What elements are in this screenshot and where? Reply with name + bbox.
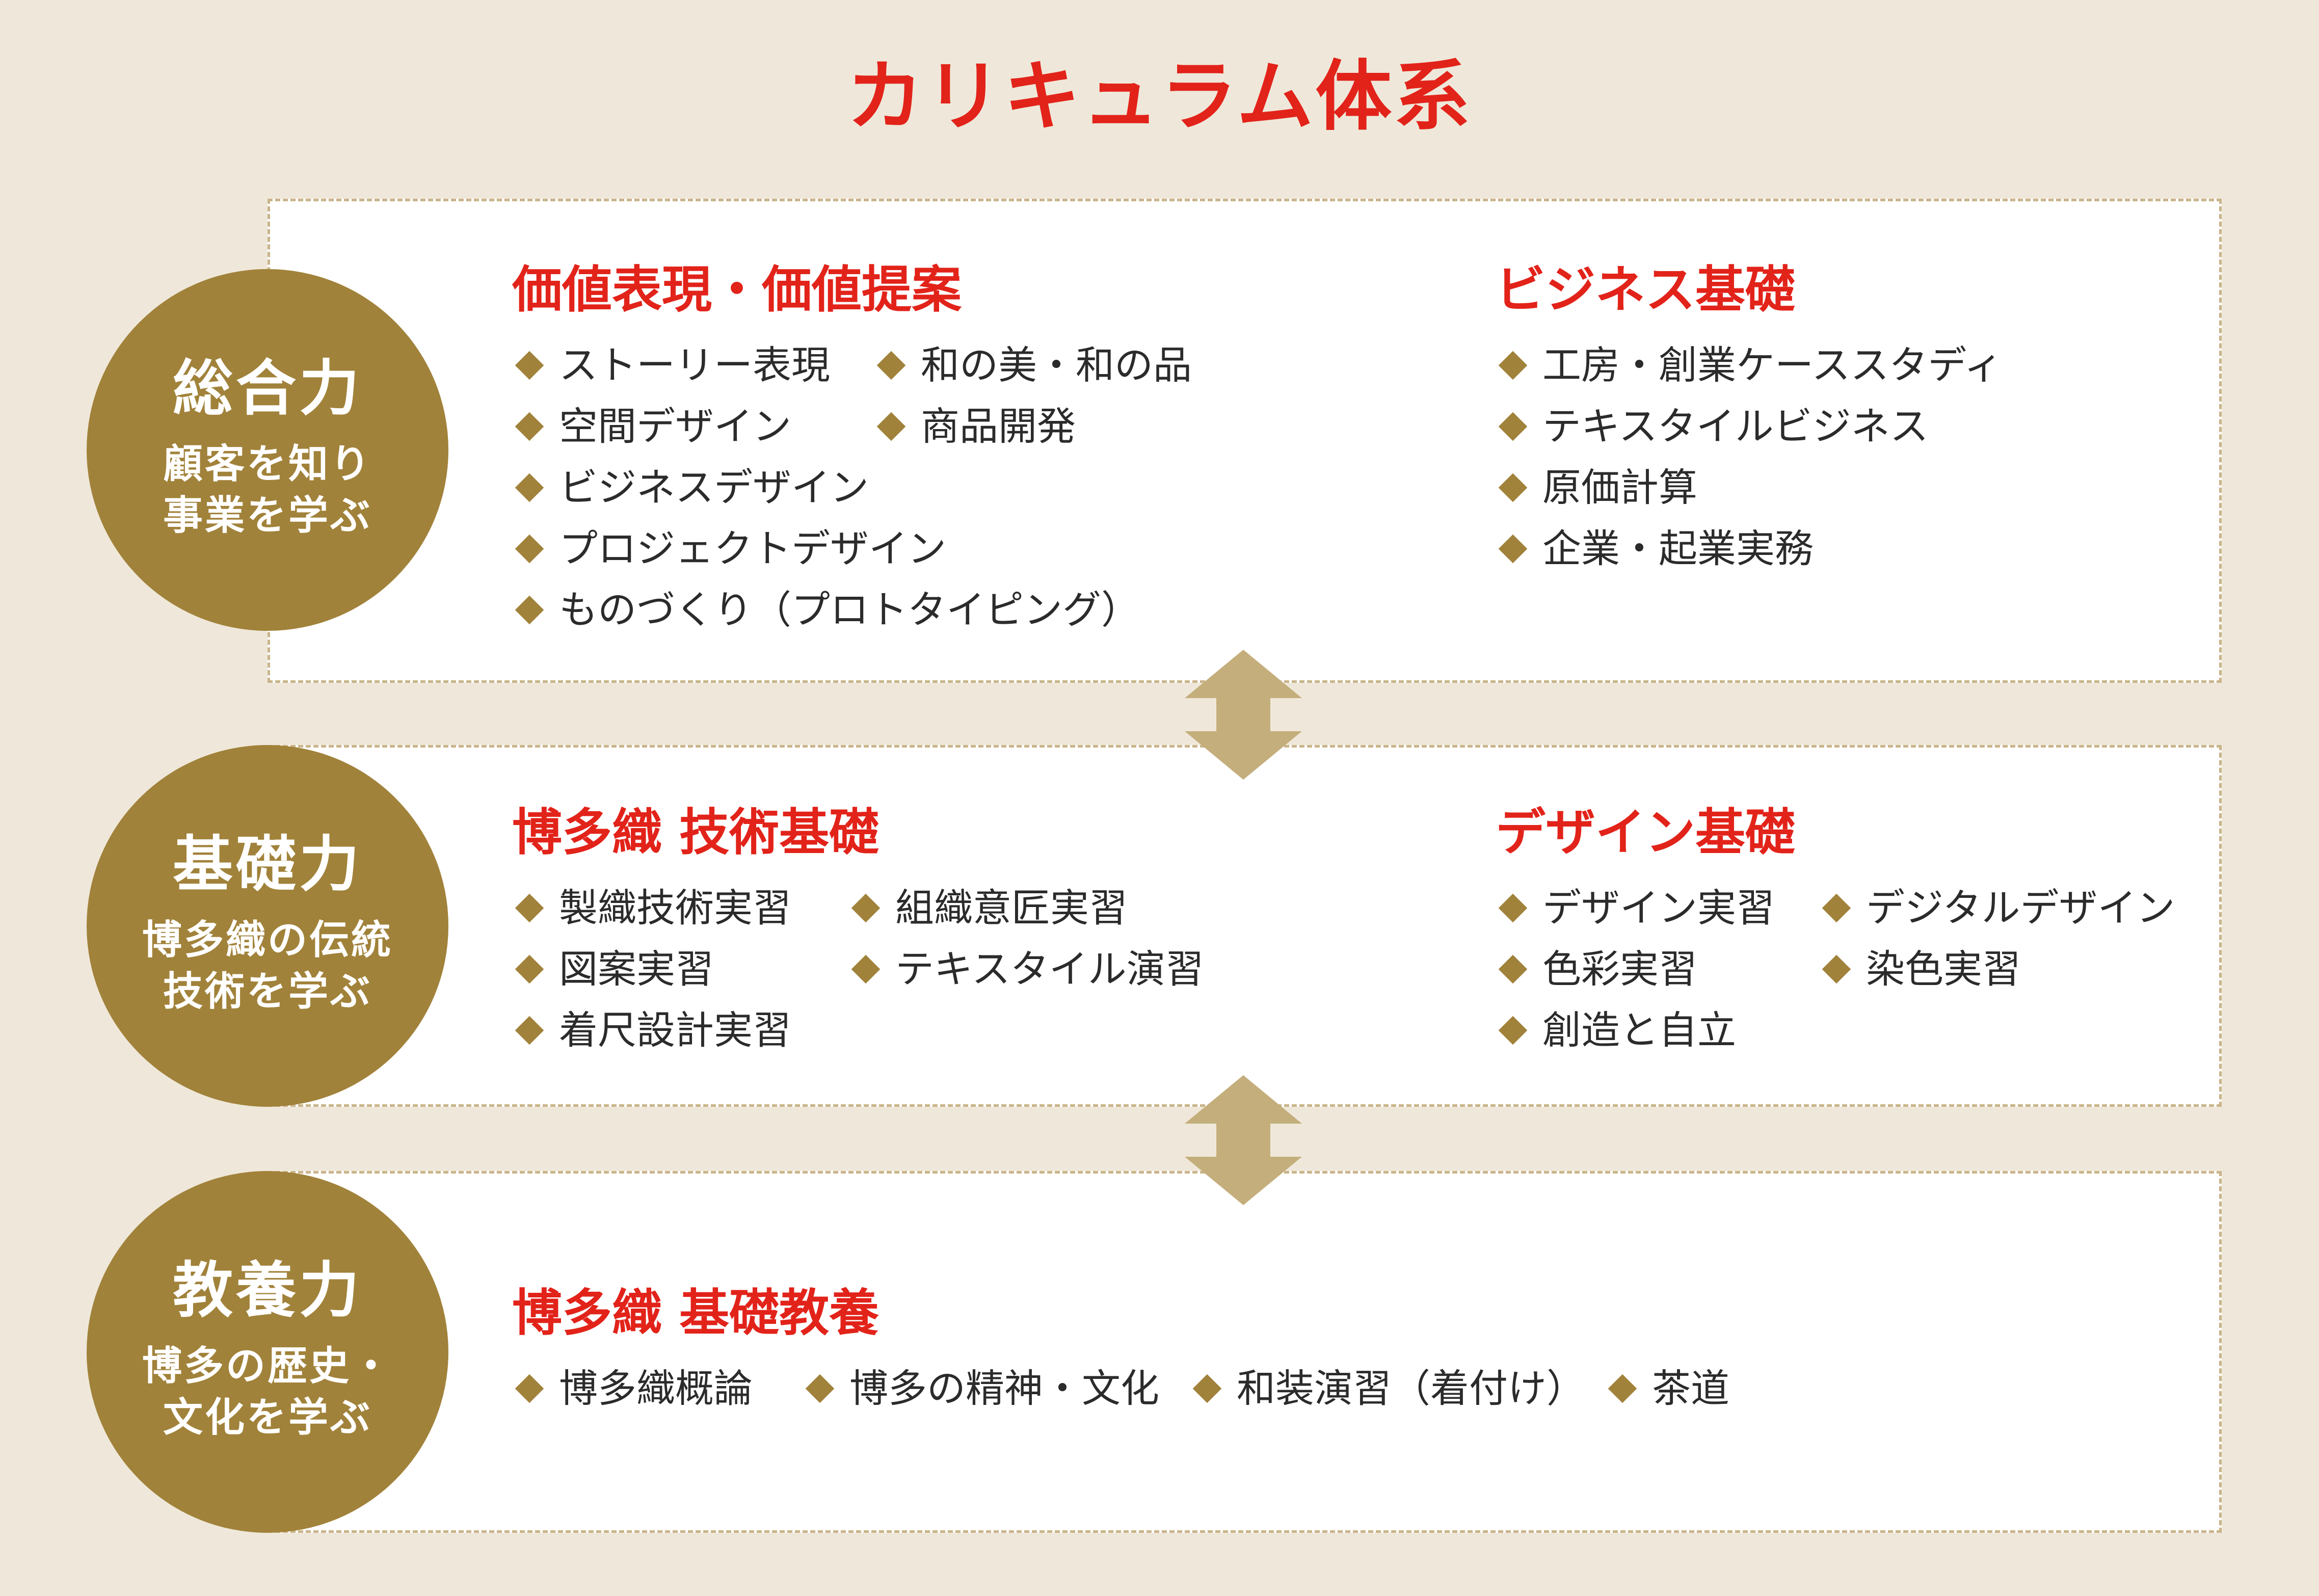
- diamond-bullet-icon: [515, 534, 544, 564]
- diamond-bullet-icon: [515, 1374, 544, 1403]
- list-item: 組織意匠実習: [848, 886, 1204, 930]
- list-item: ものづくり（プロトタイピング）: [512, 588, 1192, 632]
- diamond-bullet-icon: [515, 893, 544, 923]
- diamond-bullet-icon: [1498, 954, 1528, 984]
- circle-name: 教養力: [172, 1255, 362, 1325]
- group-business-basics: ビジネス基礎 工房・創業ケーススタディ テキスタイルビジネス 原価計算 企業・起…: [1496, 265, 2003, 571]
- diamond-bullet-icon: [1498, 351, 1528, 380]
- diamond-bullet-icon: [515, 1016, 544, 1045]
- circle-subtitle-line1: 博多の歴史・: [142, 1343, 393, 1389]
- circle-general: 総合力 顧客を知り 事業を学ぶ: [87, 269, 448, 631]
- list-item: 原価計算: [1496, 465, 2003, 510]
- list-item: テキスタイル演習: [848, 947, 1204, 992]
- diamond-bullet-icon: [515, 595, 544, 625]
- list-item: 創造と自立: [1496, 1008, 2175, 1053]
- circle-subtitle-line1: 顧客を知り: [163, 441, 372, 487]
- circle-name: 基礎力: [172, 829, 362, 899]
- diamond-bullet-icon: [1498, 412, 1528, 441]
- diamond-bullet-icon: [1498, 893, 1528, 923]
- list-item: 企業・起業実務: [1496, 526, 2003, 571]
- circle-liberal-arts: 教養力 博多の歴史・ 文化を学ぶ: [87, 1171, 448, 1533]
- list-item: デジタルデザイン: [1819, 886, 2175, 930]
- circle-subtitle-line1: 博多織の伝統: [142, 917, 393, 963]
- group-title: 博多織 基礎教養: [512, 1284, 879, 1342]
- panel-liberal-arts: [268, 1171, 2222, 1533]
- diamond-bullet-icon: [1822, 893, 1851, 923]
- panel-general: [268, 199, 2222, 683]
- diamond-bullet-icon: [515, 412, 544, 441]
- list-item: 着尺設計実習: [512, 1008, 1204, 1053]
- circle-subtitle-line2: 技術を学ぶ: [163, 969, 372, 1015]
- list-item: 和の美・和の品: [874, 343, 1192, 388]
- list-item: 茶道: [1605, 1366, 1729, 1411]
- list-item: プロジェクトデザイン: [512, 526, 1192, 571]
- group-title: デザイン基礎: [1496, 804, 1796, 862]
- list-item: 工房・創業ケーススタディ: [1496, 343, 2003, 388]
- group-title: 価値表現・価値提案: [512, 261, 962, 319]
- list-item: 和装演習（着付け）: [1190, 1366, 1605, 1411]
- list-item: 商品開発: [874, 404, 1192, 449]
- circle-subtitle-line2: 事業を学ぶ: [163, 493, 372, 539]
- diamond-bullet-icon: [1822, 954, 1851, 984]
- diamond-bullet-icon: [1498, 1016, 1528, 1045]
- group-title: 博多織 技術基礎: [512, 804, 879, 862]
- circle-foundation: 基礎力 博多織の伝統 技術を学ぶ: [87, 745, 448, 1107]
- double-arrow-icon: [1185, 1075, 1302, 1205]
- diamond-bullet-icon: [515, 954, 544, 984]
- diagram-title: カリキュラム体系: [846, 52, 1473, 141]
- circle-name: 総合力: [172, 353, 362, 423]
- list-item: 染色実習: [1819, 947, 2175, 992]
- diamond-bullet-icon: [1608, 1374, 1637, 1403]
- diamond-bullet-icon: [805, 1374, 835, 1403]
- list-item: 色彩実習: [1496, 947, 1819, 992]
- list-item: 博多織概論: [512, 1366, 803, 1411]
- group-design-basics: デザイン基礎 デザイン実習 デジタルデザイン 色彩実習 染色実習 創造と自立: [1496, 808, 2175, 1053]
- diamond-bullet-icon: [1498, 473, 1528, 502]
- diamond-bullet-icon: [876, 351, 906, 380]
- panel-foundation: [268, 745, 2222, 1107]
- diamond-bullet-icon: [876, 412, 906, 441]
- list-item: 図案実習: [512, 947, 848, 992]
- circle-subtitle-line2: 文化を学ぶ: [163, 1395, 372, 1441]
- diamond-bullet-icon: [515, 473, 544, 502]
- list-item: 博多の精神・文化: [803, 1366, 1190, 1411]
- diamond-bullet-icon: [1498, 534, 1528, 564]
- diamond-bullet-icon: [851, 893, 881, 923]
- double-arrow-icon: [1185, 650, 1302, 780]
- list-item: テキスタイルビジネス: [1496, 404, 2003, 449]
- group-hakata-liberal-arts: 博多織 基礎教養 博多織概論 博多の精神・文化 和装演習（着付け） 茶道: [512, 1288, 1729, 1411]
- list-item: 製織技術実習: [512, 886, 848, 930]
- list-item: ストーリー表現: [512, 343, 874, 388]
- diamond-bullet-icon: [515, 351, 544, 380]
- list-item: デザイン実習: [1496, 886, 1819, 930]
- list-item: ビジネスデザイン: [512, 465, 1192, 510]
- group-value-expression: 価値表現・価値提案 ストーリー表現 和の美・和の品 空間デザイン 商品開発 ビジ…: [512, 265, 1192, 632]
- group-hakata-technique-basics: 博多織 技術基礎 製織技術実習 組織意匠実習 図案実習 テキスタイル演習 着尺設…: [512, 808, 1204, 1053]
- group-title: ビジネス基礎: [1496, 261, 1796, 319]
- list-item: 空間デザイン: [512, 404, 874, 449]
- diamond-bullet-icon: [851, 954, 881, 984]
- diamond-bullet-icon: [1192, 1374, 1222, 1403]
